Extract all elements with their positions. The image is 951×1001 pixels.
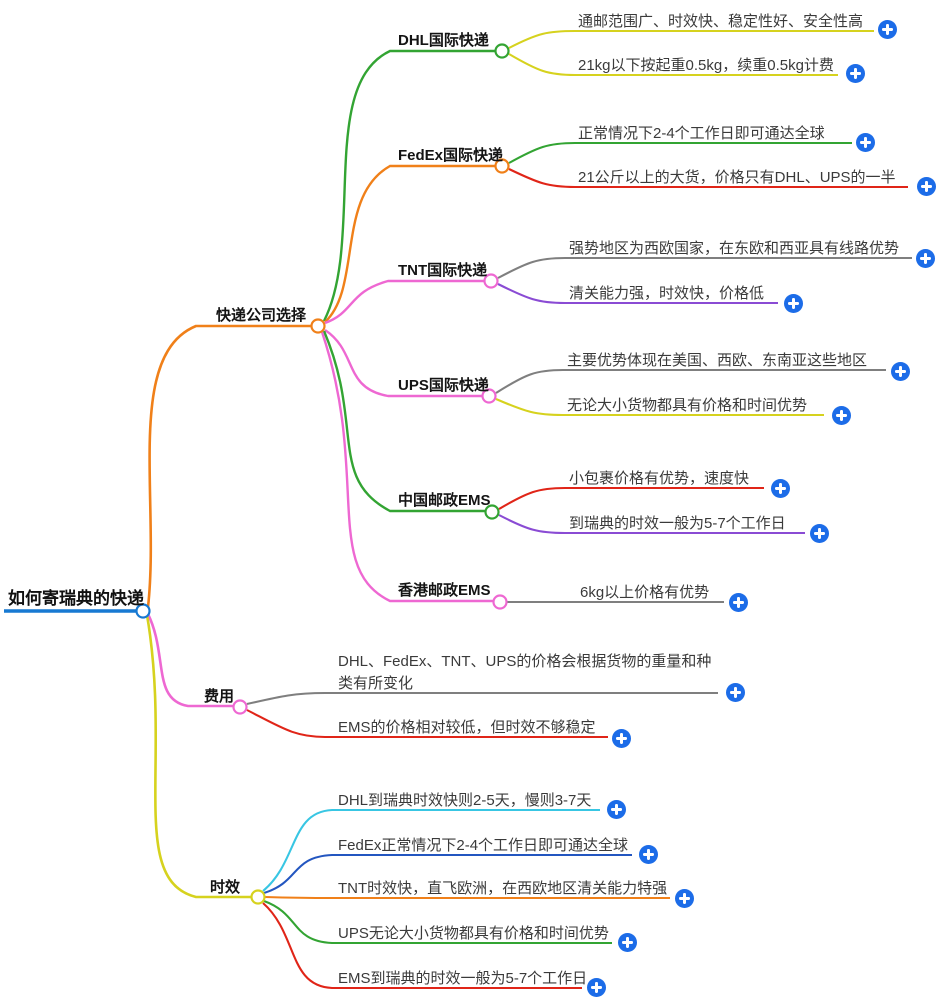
leaf-item[interactable]: 主要优势体现在美国、西欧、东南亚这些地区 xyxy=(567,352,868,369)
leaf-item[interactable]: 6kg以上价格有优势 xyxy=(580,584,710,601)
leaf-item[interactable]: 通邮范围广、时效快、稳定性好、安全性高 xyxy=(578,13,864,30)
branch-line-tnt xyxy=(324,279,484,325)
node-collapse-dot-time[interactable] xyxy=(250,889,266,905)
add-child-button[interactable] xyxy=(810,524,829,543)
node-collapse-dot-tnt[interactable] xyxy=(483,273,499,289)
leaf-line xyxy=(264,895,670,900)
add-child-button[interactable] xyxy=(587,978,606,997)
leaf-item[interactable]: 小包裹价格有优势，速度快 xyxy=(569,470,750,487)
leaf-line xyxy=(508,53,838,77)
node-label-hk-ems[interactable]: 香港邮政EMS xyxy=(398,582,491,599)
add-child-button[interactable] xyxy=(878,20,897,39)
branch-line-company xyxy=(146,324,311,608)
node-collapse-dot-cost[interactable] xyxy=(232,699,248,715)
node-label-tnt[interactable]: TNT国际快递 xyxy=(398,262,488,279)
node-label-dhl[interactable]: DHL国际快递 xyxy=(398,32,489,49)
leaf-line xyxy=(262,902,582,990)
branch-line-fedex xyxy=(324,164,495,323)
leaf-item[interactable]: 21kg以下按起重0.5kg，续重0.5kg计费 xyxy=(578,57,834,74)
node-label-fedex[interactable]: FedEx国际快递 xyxy=(398,147,504,164)
add-child-button[interactable] xyxy=(856,133,875,152)
leaf-item[interactable]: EMS到瑞典的时效一般为5-7个工作日 xyxy=(338,970,588,987)
node-label-china-ems[interactable]: 中国邮政EMS xyxy=(398,492,491,509)
branch-line-ups xyxy=(324,329,482,398)
node-collapse-dot-company[interactable] xyxy=(310,318,326,334)
add-child-button[interactable] xyxy=(891,362,910,381)
add-child-button[interactable] xyxy=(675,889,694,908)
leaf-item[interactable]: 清关能力强，时效快，价格低 xyxy=(569,285,765,302)
branch-line-china-ems xyxy=(322,330,485,513)
leaf-item[interactable]: EMS的价格相对较低，但时效不够稳定 xyxy=(338,719,596,736)
add-child-button[interactable] xyxy=(771,479,790,498)
leaf-line xyxy=(263,900,612,945)
add-child-button[interactable] xyxy=(607,800,626,819)
leaf-line xyxy=(508,29,874,49)
node-collapse-dot-fedex[interactable] xyxy=(494,158,510,174)
add-child-button[interactable] xyxy=(784,294,803,313)
leaf-item[interactable]: FedEx正常情况下2-4个工作日即可通达全球 xyxy=(338,837,629,854)
node-collapse-dot-china-ems[interactable] xyxy=(484,504,500,520)
add-child-button[interactable] xyxy=(729,593,748,612)
branch-line-hk-ems xyxy=(320,331,493,603)
leaf-line xyxy=(508,168,908,189)
leaf-line xyxy=(498,486,764,510)
add-child-button[interactable] xyxy=(846,64,865,83)
leaf-item[interactable]: DHL、FedEx、TNT、UPS的价格会根据货物的重量和种类有所变化 xyxy=(338,653,712,692)
leaf-item[interactable]: DHL到瑞典时效快则2-5天，慢则3-7天 xyxy=(338,792,592,809)
node-label-time[interactable]: 时效 xyxy=(210,879,241,896)
leaf-line xyxy=(498,514,805,535)
branch-line-cost xyxy=(146,613,233,708)
branch-line-dhl xyxy=(322,49,495,322)
root-node-label[interactable]: 如何寄瑞典的快递 xyxy=(8,589,144,608)
leaf-line xyxy=(497,256,912,279)
leaf-line xyxy=(497,283,778,305)
add-child-button[interactable] xyxy=(639,845,658,864)
leaf-line xyxy=(246,691,718,706)
leaf-item[interactable]: UPS无论大小货物都具有价格和时间优势 xyxy=(338,925,609,942)
branch-line-time xyxy=(145,614,251,899)
leaf-item[interactable]: 强势地区为西欧国家，在东欧和西亚具有线路优势 xyxy=(569,240,900,257)
leaf-line xyxy=(495,368,886,394)
leaf-item[interactable]: 21公斤以上的大货，价格只有DHL、UPS的一半 xyxy=(578,169,896,186)
node-collapse-dot-ups[interactable] xyxy=(481,388,497,404)
leaf-item[interactable]: 正常情况下2-4个工作日即可通达全球 xyxy=(578,125,825,142)
leaf-item[interactable]: 无论大小货物都具有价格和时间优势 xyxy=(567,397,808,414)
leaf-line xyxy=(508,141,852,164)
node-collapse-dot-dhl[interactable] xyxy=(494,43,510,59)
add-child-button[interactable] xyxy=(612,729,631,748)
add-child-button[interactable] xyxy=(916,249,935,268)
node-label-cost[interactable]: 费用 xyxy=(204,688,235,705)
node-label-ups[interactable]: UPS国际快递 xyxy=(398,377,489,394)
add-child-button[interactable] xyxy=(832,406,851,425)
node-label-company[interactable]: 快递公司选择 xyxy=(216,307,307,324)
node-collapse-dot-root[interactable] xyxy=(135,603,151,619)
leaf-item[interactable]: TNT时效快，直飞欧洲，在西欧地区清关能力特强 xyxy=(338,880,668,897)
leaf-line xyxy=(495,398,824,417)
leaf-item[interactable]: 到瑞典的时效一般为5-7个工作日 xyxy=(569,515,786,532)
add-child-button[interactable] xyxy=(726,683,745,702)
leaf-line xyxy=(263,853,632,895)
add-child-button[interactable] xyxy=(917,177,936,196)
leaf-line xyxy=(262,808,600,892)
leaf-line xyxy=(246,709,608,739)
node-collapse-dot-hk-ems[interactable] xyxy=(492,594,508,610)
add-child-button[interactable] xyxy=(618,933,637,952)
